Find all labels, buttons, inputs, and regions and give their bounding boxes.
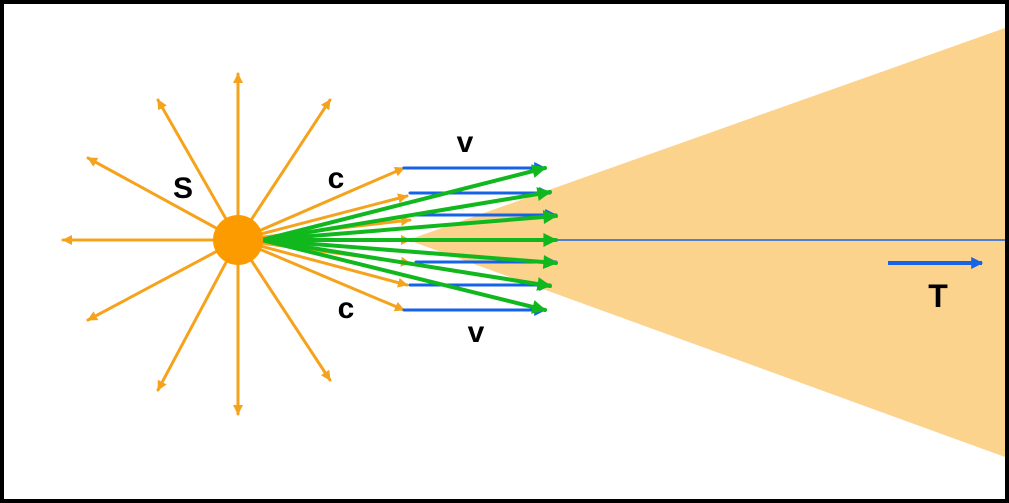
source-label: S bbox=[173, 172, 193, 205]
direction-label: T bbox=[928, 278, 948, 314]
resultant-arrow-icon bbox=[260, 187, 552, 242]
radial-arrow-icon bbox=[86, 238, 240, 322]
radial-arrow-icon bbox=[156, 98, 240, 242]
resultant-arrow-icon bbox=[260, 238, 552, 291]
radial-arrow-icon bbox=[236, 238, 332, 382]
velocity-label-upper: v bbox=[457, 126, 474, 159]
light-speed-label-lower: c bbox=[338, 292, 355, 325]
radial-arrow-icon bbox=[236, 238, 409, 288]
radial-arrow-icon bbox=[156, 238, 240, 392]
radial-arrow-icon bbox=[236, 238, 406, 312]
radial-arrow-icon bbox=[236, 193, 409, 242]
beam-cone bbox=[408, 28, 1005, 457]
velocity-label-lower: v bbox=[468, 316, 485, 349]
resultant-arrow-icon bbox=[260, 164, 547, 242]
resultant-arrows bbox=[260, 164, 558, 314]
radial-arrow-icon bbox=[236, 98, 332, 242]
radial-arrow-icon bbox=[86, 156, 240, 242]
radial-arrow-icon bbox=[236, 166, 406, 242]
resultant-arrow-icon bbox=[260, 238, 558, 269]
sun-source-icon bbox=[213, 215, 263, 265]
resultant-arrow-icon bbox=[260, 210, 558, 242]
light-speed-label-upper: c bbox=[328, 162, 345, 195]
resultant-arrow-icon bbox=[260, 238, 547, 314]
